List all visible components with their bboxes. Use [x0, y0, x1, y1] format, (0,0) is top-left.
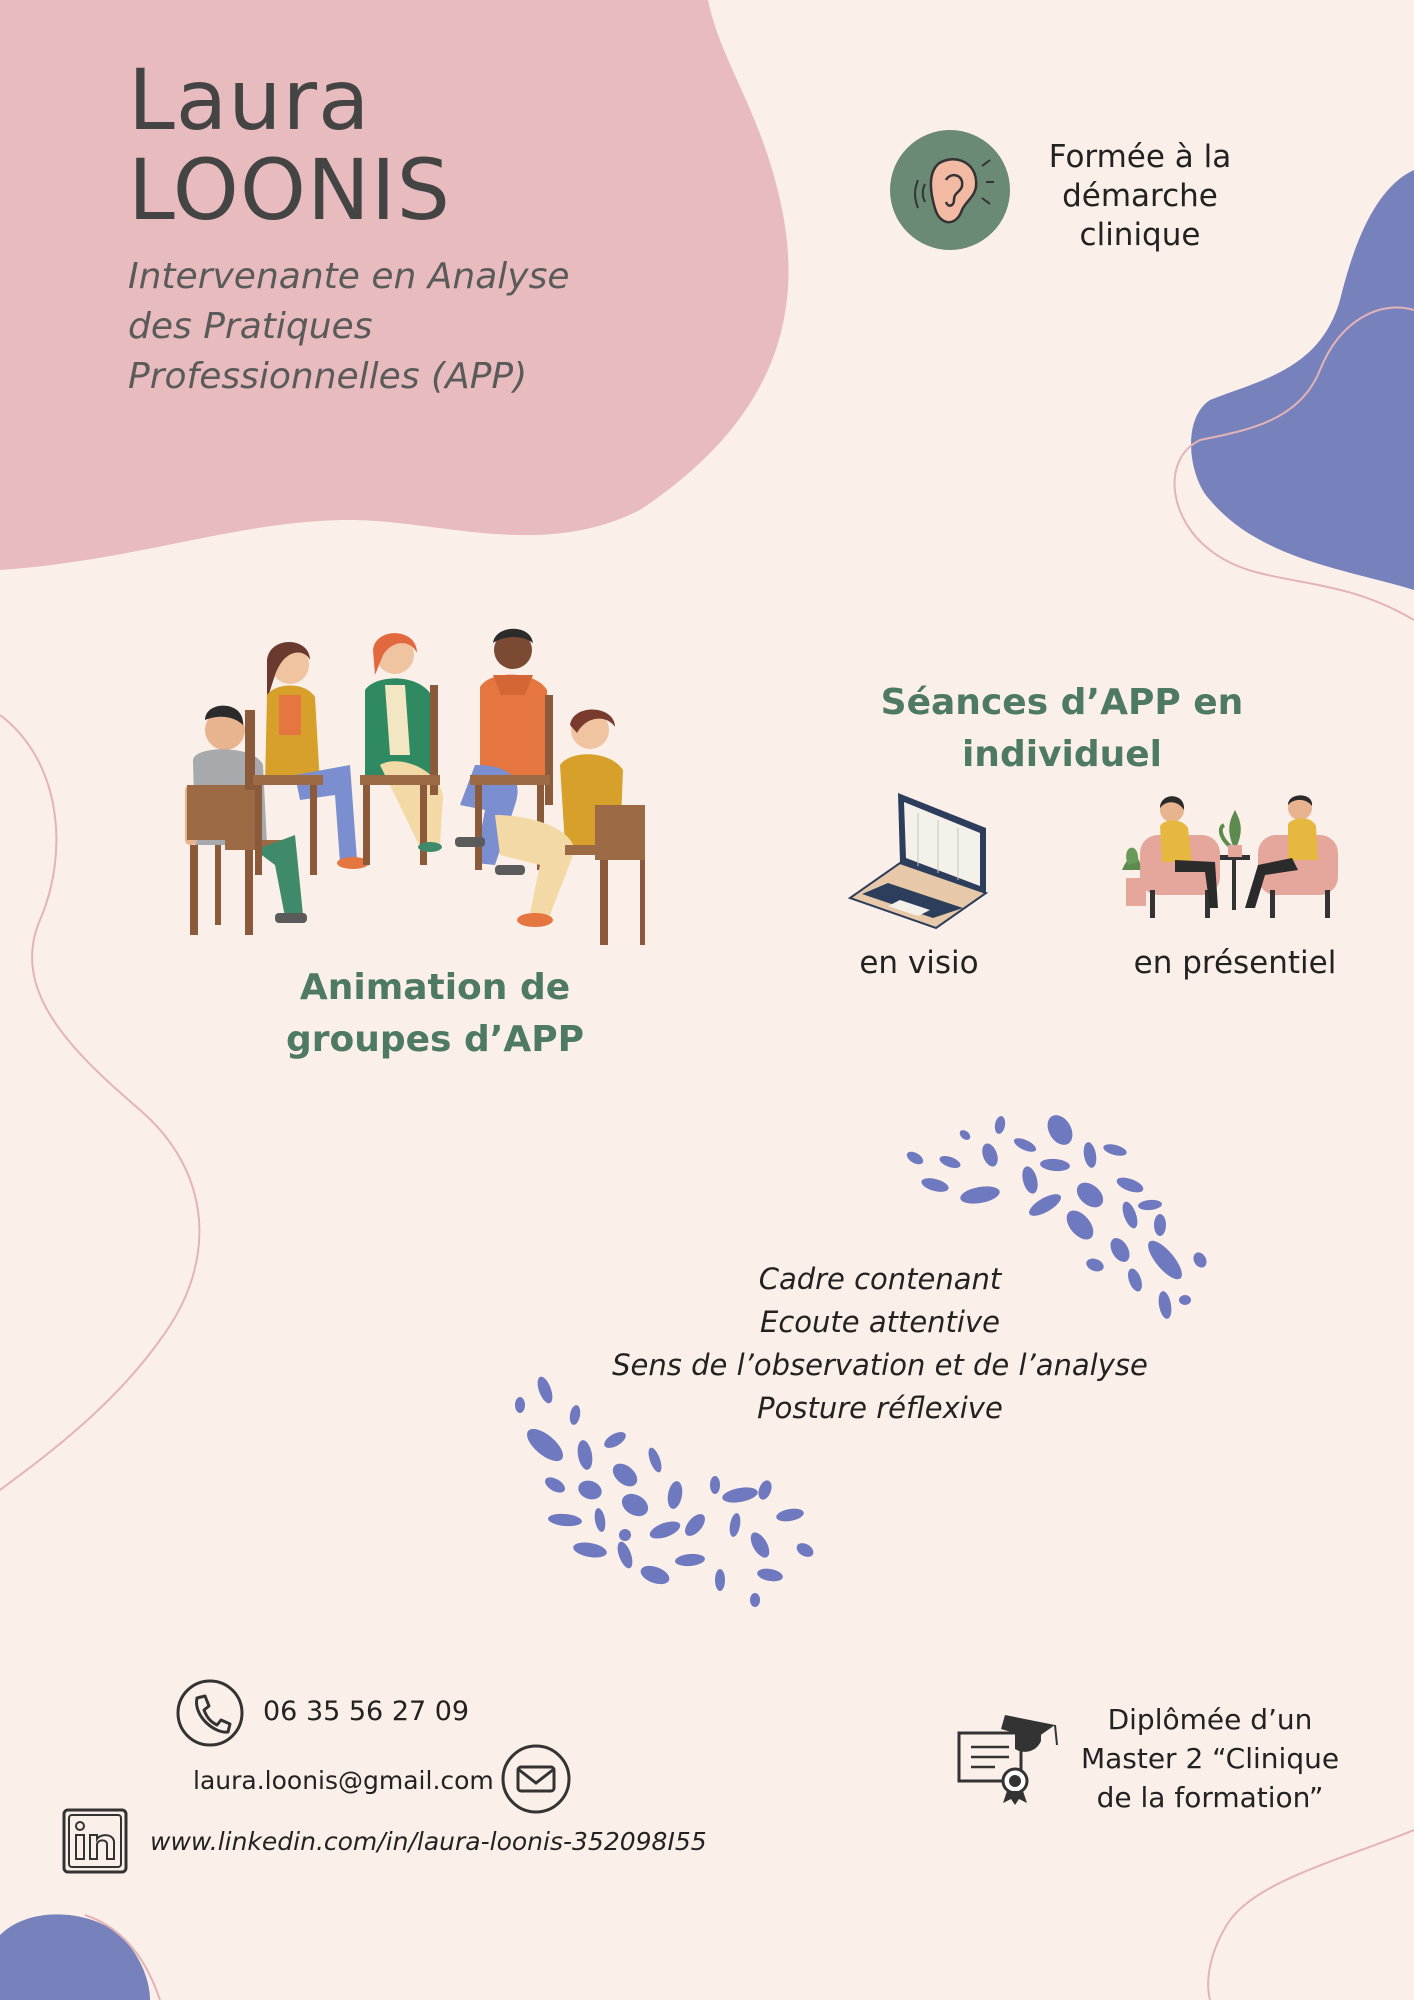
linkedin-icon: [62, 1808, 128, 1874]
role-line: Intervenante en Analyse: [128, 256, 570, 297]
blue-blob: [1191, 170, 1414, 590]
person-yellow: [245, 641, 369, 875]
phone-number[interactable]: 06 35 56 27 09: [263, 1696, 470, 1727]
pink-line-right: [1173, 306, 1414, 621]
training-line: clinique: [1079, 217, 1201, 253]
training-line: démarche: [1062, 178, 1218, 214]
training-text: Formée à la démarche clinique: [1030, 138, 1250, 255]
leaf-cluster-lower: [515, 1376, 814, 1607]
training-line: Formée à la: [1048, 139, 1232, 175]
person-mustard: [495, 709, 645, 945]
last-name: LOONIS: [128, 141, 451, 239]
quality-item: Sens de l’observation et de l’analyse: [612, 1348, 1148, 1382]
first-name: Laura: [128, 51, 371, 149]
group-title-line: groupes d’APP: [285, 1019, 585, 1060]
diploma-line: de la formation”: [1096, 1781, 1324, 1814]
group-title-line: Animation de: [299, 967, 571, 1008]
group-title: Animation de groupes d’APP: [235, 962, 635, 1066]
presentiel-label: en présentiel: [1133, 945, 1337, 981]
pink-blob: [0, 0, 789, 570]
phone-icon: [176, 1679, 244, 1747]
blue-blob-bottom: [0, 1914, 150, 2000]
ear-icon: [914, 158, 994, 224]
quality-item: Cadre contenant: [758, 1262, 1002, 1296]
individual-title-line: Séances d’APP en: [880, 682, 1244, 723]
individual-title-line: individuel: [961, 734, 1163, 775]
visio-label: en visio: [859, 945, 979, 981]
diploma-icon: [957, 1715, 1058, 1805]
laptop-icon: [848, 793, 988, 930]
group-circle-illustration: [185, 628, 645, 945]
quality-item: Ecoute attentive: [760, 1305, 1000, 1339]
person-green: [360, 633, 443, 865]
ear-badge: [890, 130, 1010, 250]
quality-item: Posture réflexive: [757, 1391, 1003, 1425]
in-person-session-icon: [1122, 795, 1338, 918]
pink-line-bottom-right: [1207, 1829, 1414, 2000]
pink-line-bottom-left: [84, 1914, 161, 2000]
pink-line-left: [0, 714, 201, 1491]
role-line: des Pratiques: [128, 306, 373, 347]
diploma-line: Diplômée d’un: [1107, 1703, 1313, 1736]
individual-title: Séances d’APP en individuel: [862, 677, 1262, 781]
email-address[interactable]: laura.loonis@gmail.com: [193, 1766, 494, 1795]
qualities-list: Cadre contenant Ecoute attentive Sens de…: [580, 1258, 1180, 1430]
linkedin-url[interactable]: www.linkedin.com/in/laura-loonis-352098I…: [150, 1827, 707, 1856]
mail-icon: [501, 1744, 571, 1814]
role-title: Intervenante en Analyse des Pratiques Pr…: [128, 252, 648, 402]
diploma-text: Diplômée d’un Master 2 “Clinique de la f…: [1070, 1700, 1350, 1817]
diploma-line: Master 2 “Clinique: [1080, 1742, 1340, 1775]
leaf-cluster-upper: [906, 1115, 1207, 1319]
role-line: Professionnelles (APP): [128, 356, 528, 397]
